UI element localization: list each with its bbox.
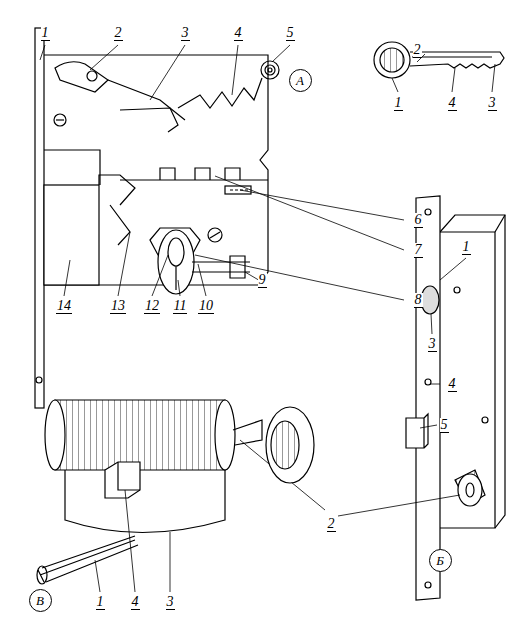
view-letter: В xyxy=(36,594,44,607)
mortise-lock xyxy=(35,28,279,408)
leader-lines xyxy=(40,45,404,300)
key xyxy=(374,42,504,78)
callout-number: 1 xyxy=(41,26,50,41)
callout-number: 12 xyxy=(144,299,160,314)
callout-number: 5 xyxy=(286,26,295,41)
callout-number: 8 xyxy=(414,293,423,308)
view-letter: Б xyxy=(436,554,444,567)
view-letter-circle: В xyxy=(29,589,52,612)
callout-number: 13 xyxy=(110,299,126,314)
view-letter-circle: А xyxy=(289,69,312,92)
callout-number: 5 xyxy=(440,418,449,433)
callout-number: 3 xyxy=(166,595,175,610)
leader-lines xyxy=(95,490,170,592)
view-letter-circle: Б xyxy=(429,549,452,572)
callout-number: 1 xyxy=(462,240,471,255)
callout-number: 4 xyxy=(448,377,457,392)
view-letter: А xyxy=(296,74,304,87)
callout-number: 4 xyxy=(234,26,243,41)
callout-number: 11 xyxy=(173,299,188,314)
callout-number: 2 xyxy=(114,26,123,41)
callout-number: 2 xyxy=(327,517,336,532)
callout-number: 3 xyxy=(428,337,437,352)
callout-number: 10 xyxy=(198,299,214,314)
callout-number: 6 xyxy=(414,213,423,228)
callout-number: 7 xyxy=(414,243,423,258)
callout-number: 3 xyxy=(181,26,190,41)
callout-number: 14 xyxy=(56,299,72,314)
callout-number: 4 xyxy=(131,595,140,610)
callout-number: 1 xyxy=(394,96,403,111)
callout-number: 9 xyxy=(258,273,267,288)
leader-lines xyxy=(240,258,466,516)
leader-lines xyxy=(392,54,495,92)
callout-number: 3 xyxy=(488,96,497,111)
callout-number: 1 xyxy=(96,595,105,610)
assembled-lock xyxy=(406,196,505,600)
lock-cylinder xyxy=(37,400,314,584)
callout-number: 2 xyxy=(413,43,422,58)
callout-number: 4 xyxy=(448,96,457,111)
